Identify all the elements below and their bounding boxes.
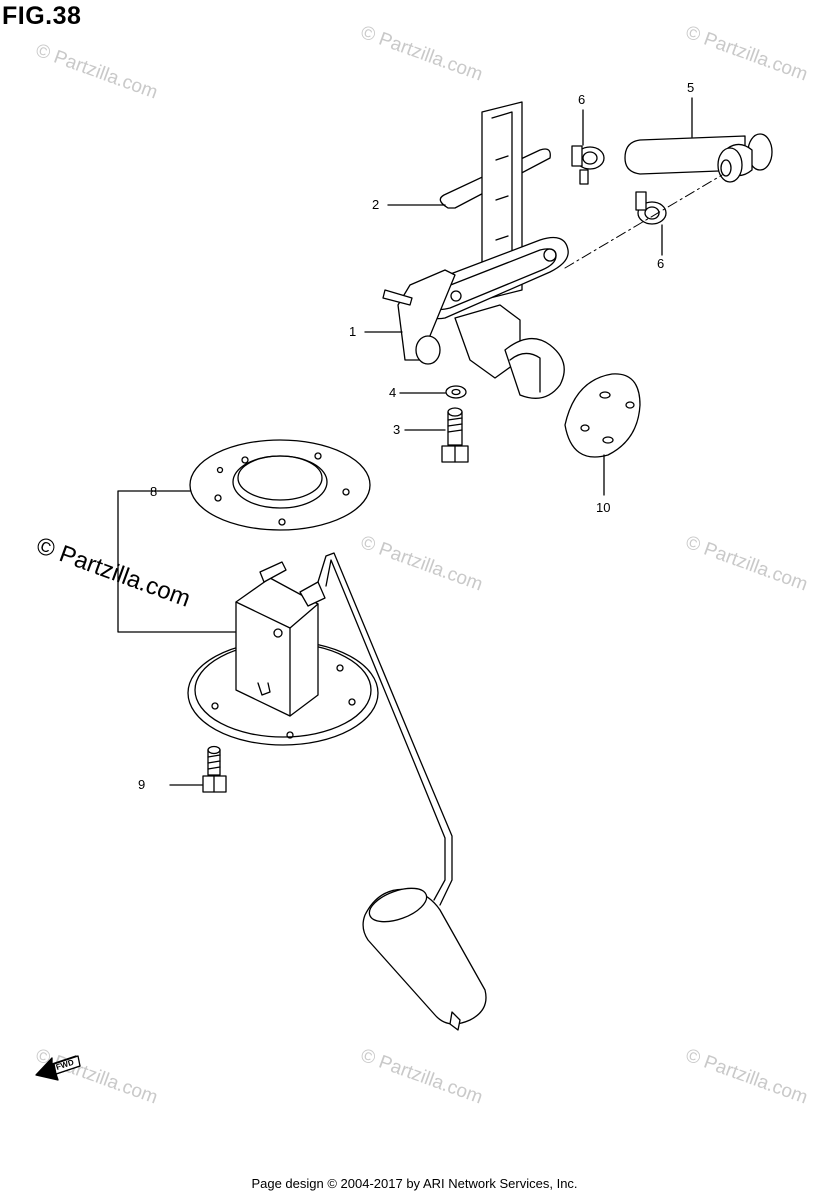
parts-diagram: FWD	[35, 97, 773, 1081]
callout-2: 2	[372, 197, 380, 212]
hose-part-5	[624, 133, 773, 183]
washer-part-4	[445, 385, 467, 399]
page-footer: Page design © 2004-2017 by ARI Network S…	[251, 1176, 578, 1191]
gasket-part-8	[189, 439, 371, 531]
figure-title: FIG.38	[2, 2, 82, 30]
callout-6-upper: 6	[578, 92, 586, 107]
fuel-level-sender	[187, 552, 487, 1031]
callout-1: 1	[349, 324, 357, 339]
callout-5: 5	[687, 80, 695, 95]
callout-4: 4	[389, 385, 397, 400]
callout-9: 9	[138, 777, 146, 792]
fwd-arrow-icon: FWD	[35, 1055, 81, 1081]
callout-8: 8	[150, 484, 158, 499]
callout-10: 10	[596, 500, 611, 515]
bolt-part-3	[441, 407, 469, 463]
clamp-part-6-lower	[635, 191, 667, 225]
fuel-cock-part-1	[382, 101, 569, 399]
bolt-part-9	[202, 745, 227, 793]
cover-plate-part-10	[564, 373, 641, 458]
callout-6-lower: 6	[657, 256, 665, 271]
clamp-part-6-upper	[571, 145, 605, 185]
callout-3: 3	[393, 422, 401, 437]
